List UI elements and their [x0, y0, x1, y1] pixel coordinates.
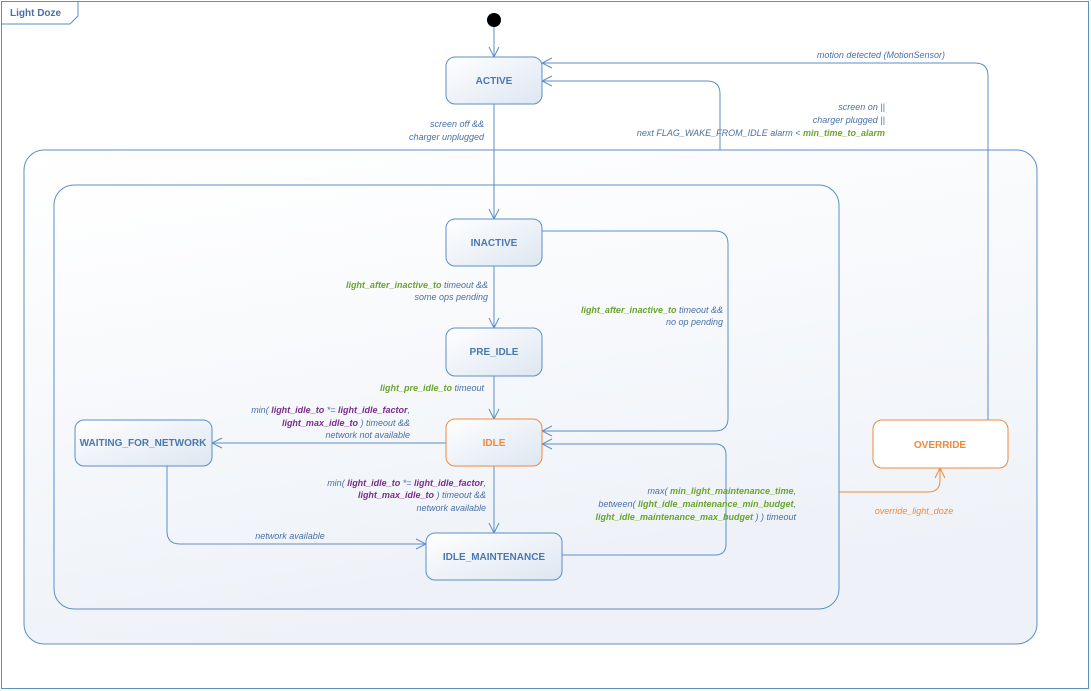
override-label: override_light_doze [875, 506, 954, 516]
inactive-to-preidle-label: light_after_inactive_to timeout && some … [346, 280, 488, 302]
state-idle-label: IDLE [483, 438, 506, 449]
screen-off-line2: charger unplugged [409, 132, 485, 142]
itm-p1: min( [327, 478, 347, 488]
itw-p1: min( [251, 405, 271, 415]
inactive-to-idle-var: light_after_inactive_to [581, 305, 677, 315]
idle-to-waiting-line2: light_max_idle_to ) timeout && [282, 418, 410, 428]
inactive-to-idle-label: light_after_inactive_to timeout && no op… [581, 305, 723, 327]
idle-to-maintenance-line1: min( light_idle_to *= light_idle_factor, [327, 478, 486, 488]
mti-p5: ) ) timeout [753, 512, 797, 522]
mti-v1: min_light_maintenance_time [670, 486, 794, 496]
itw-v3: light_max_idle_to [282, 418, 359, 428]
preidle-to-idle-rest: timeout [452, 383, 485, 393]
state-inactive-label: INACTIVE [471, 238, 518, 249]
state-idle-maintenance: IDLE_MAINTENANCE [425, 532, 563, 581]
inactive-to-idle-line2: no op pending [666, 317, 723, 327]
mti-p1: max( [647, 486, 670, 496]
wake-label-line2: charger plugged || [813, 115, 885, 125]
itw-v1: light_idle_to [271, 405, 325, 415]
motion-label: motion detected (MotionSensor) [817, 50, 945, 60]
idle-to-maintenance-line2: light_max_idle_to ) timeout && [358, 490, 486, 500]
state-idle: IDLE [445, 418, 543, 467]
wake-label: screen on || charger plugged || next FLA… [637, 102, 885, 138]
inactive-to-preidle-line1: light_after_inactive_to timeout && [346, 280, 488, 290]
state-pre-idle: PRE_IDLE [445, 327, 543, 377]
inactive-to-preidle-rest: timeout && [441, 280, 488, 290]
wake-label-line1: screen on || [838, 102, 885, 112]
state-idle-maintenance-label: IDLE_MAINTENANCE [443, 552, 546, 563]
mti-p3: between( [598, 499, 638, 509]
maintenance-to-idle-label: max( min_light_maintenance_time, between… [595, 486, 796, 522]
state-inactive: INACTIVE [445, 218, 543, 267]
wake-label-line3-var: min_time_to_alarm [803, 128, 885, 138]
state-waiting-for-network: WAITING_FOR_NETWORK [74, 419, 213, 467]
state-active: ACTIVE [445, 56, 543, 105]
state-override: OVERRIDE [872, 419, 1009, 469]
itm-p4: ) timeout && [434, 490, 486, 500]
inner-region [53, 184, 840, 610]
idle-to-waiting-label: min( light_idle_to *= light_idle_factor,… [251, 405, 410, 440]
waiting-to-maintenance-arrow [166, 466, 426, 544]
maintenance-to-idle-arrow [542, 444, 727, 556]
itw-p4: ) timeout && [358, 418, 410, 428]
wake-to-active-arrow [542, 81, 721, 150]
frame-title: Light Doze [10, 8, 62, 19]
inactive-to-preidle-line2: some ops pending [414, 292, 488, 302]
frame-tab [1, 1, 79, 25]
mti-line1: max( min_light_maintenance_time, [647, 486, 796, 496]
preidle-to-idle-label: light_pre_idle_to timeout [380, 383, 485, 393]
mti-p2: , [793, 486, 796, 496]
itm-p3: , [483, 478, 486, 488]
idle-to-maintenance-line3: network available [416, 503, 486, 513]
initial-state [487, 13, 501, 27]
idle-to-maintenance-label: min( light_idle_to *= light_idle_factor,… [327, 478, 486, 513]
itw-p2: *= [324, 405, 338, 415]
inactive-to-idle-rest: timeout && [676, 305, 723, 315]
inactive-to-preidle-var: light_after_inactive_to [346, 280, 442, 290]
mti-v2: light_idle_maintenance_min_budget [638, 499, 795, 509]
idle-to-waiting-line1: min( light_idle_to *= light_idle_factor, [251, 405, 410, 415]
itw-p3: , [407, 405, 410, 415]
state-active-label: ACTIVE [476, 76, 513, 87]
itm-v3: light_max_idle_to [358, 490, 435, 500]
itm-v2: light_idle_factor [414, 478, 484, 488]
region-to-override-arrow [839, 468, 940, 493]
state-pre-idle-label: PRE_IDLE [470, 347, 519, 358]
itm-v1: light_idle_to [347, 478, 401, 488]
mti-line2: between( light_idle_maintenance_min_budg… [598, 499, 796, 509]
preidle-to-idle-var: light_pre_idle_to [380, 383, 453, 393]
screen-off-label: screen off && charger unplugged [409, 119, 485, 142]
state-override-label: OVERRIDE [914, 440, 967, 451]
wake-label-line3: next FLAG_WAKE_FROM_IDLE alarm < min_tim… [637, 128, 885, 138]
inactive-to-idle-line1: light_after_inactive_to timeout && [581, 305, 723, 315]
screen-off-line1: screen off && [430, 119, 484, 129]
waiting-to-maintenance-label: network available [255, 531, 325, 541]
inactive-to-idle-arrow [542, 230, 729, 431]
mti-v3: light_idle_maintenance_max_budget [595, 512, 754, 522]
mti-line3: light_idle_maintenance_max_budget ) ) ti… [595, 512, 796, 522]
itw-v2: light_idle_factor [338, 405, 408, 415]
override-to-active-arrow [542, 63, 989, 420]
itm-p2: *= [400, 478, 414, 488]
mti-p4: , [793, 499, 796, 509]
idle-to-waiting-line3: network not available [325, 430, 410, 440]
wake-label-line3-text: next FLAG_WAKE_FROM_IDLE alarm < [637, 128, 803, 138]
state-waiting-label: WAITING_FOR_NETWORK [80, 438, 207, 449]
